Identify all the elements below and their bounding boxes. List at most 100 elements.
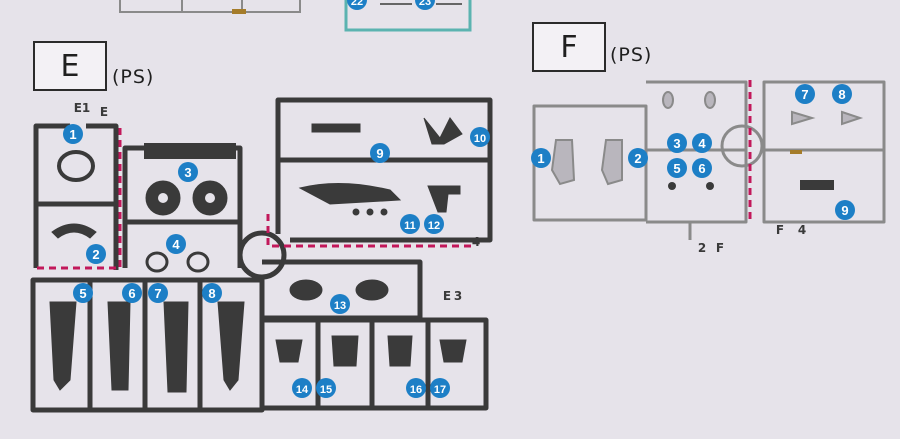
callout-bubble	[316, 378, 336, 398]
callout-bubble	[202, 283, 222, 303]
sheet-e-callout-5: 5	[73, 283, 93, 303]
callout-number: 14	[296, 384, 309, 396]
callout-bubble	[832, 84, 852, 104]
sheet-f-parts	[550, 91, 864, 190]
callout-bubble	[166, 234, 186, 254]
sheet-e-runner	[30, 97, 493, 413]
callout-bubble	[122, 283, 142, 303]
sheet-e-callout-4: 4	[166, 234, 186, 254]
callout-number: 8	[208, 286, 215, 301]
callout-number: 11	[404, 220, 416, 232]
callout-bubble	[424, 214, 444, 234]
sheet-e-cut-lines	[34, 128, 472, 270]
sheet-e-callout-6: 6	[122, 283, 142, 303]
callout-number: 15	[320, 384, 332, 396]
callout-bubble	[692, 133, 712, 153]
callout-number: 5	[79, 286, 86, 301]
sheet-e-label: E	[33, 41, 107, 91]
callout-number: 9	[841, 203, 848, 218]
sheet-f-material: (PS)	[610, 44, 653, 66]
sheet-f-callout-1: 1	[531, 148, 551, 168]
top-teal-sprue	[344, 0, 472, 32]
callout-bubble	[63, 124, 83, 144]
callout-number: 7	[154, 286, 161, 301]
sheet-f-callout-3: 3	[667, 133, 687, 153]
callout-bubble	[86, 244, 106, 264]
callout-bubble	[148, 283, 168, 303]
sheet-e-callout-14: 14	[292, 378, 312, 398]
sheet-e-callout-2: 2	[86, 244, 106, 264]
callout-number: 6	[128, 286, 135, 301]
sheet-e-callout-9: 9	[370, 143, 390, 163]
sheet-e-callout-15: 15	[316, 378, 336, 398]
callout-bubble	[347, 0, 367, 10]
callout-bubble	[470, 127, 490, 147]
top-partial-callout-23: 23	[415, 0, 435, 10]
callout-number: 17	[434, 384, 446, 396]
sheet-e-callout-13: 13	[330, 294, 350, 314]
sheet-e-callout-12: 12	[424, 214, 444, 234]
sheet-f-callout-9: 9	[835, 200, 855, 220]
callout-number: 5	[673, 161, 680, 176]
callout-bubble	[795, 84, 815, 104]
sheet-f-callout-5: 5	[667, 158, 687, 178]
callout-number: 7	[801, 87, 808, 102]
sheet-e-sub-tag: E	[443, 289, 451, 303]
sheet-e-callout-10: 10	[470, 127, 490, 147]
sheet-e-callout-3: 3	[178, 162, 198, 182]
sheet-e-sub-tag: 3	[454, 289, 462, 303]
callout-number: 9	[376, 146, 383, 161]
callout-number: 23	[419, 0, 431, 8]
callout-number: 2	[92, 247, 99, 262]
callout-number: 22	[351, 0, 363, 8]
callout-bubble	[415, 0, 435, 10]
sheet-e-callout-1: 1	[63, 124, 83, 144]
sheet-e-material: (PS)	[112, 66, 155, 88]
callout-bubble	[667, 158, 687, 178]
sheet-f-callout-6: 6	[692, 158, 712, 178]
callout-bubble	[667, 133, 687, 153]
callout-bubble	[430, 378, 450, 398]
sheet-e-callout-17: 17	[430, 378, 450, 398]
callout-bubble	[628, 148, 648, 168]
callout-bubble	[330, 294, 350, 314]
callout-number: 12	[428, 220, 440, 232]
callout-number: 4	[172, 237, 180, 252]
sheet-f-sub-tag: F	[776, 223, 784, 237]
sheet-f-sub-tag: F	[716, 241, 724, 255]
sheet-f-sub-tag: 4	[798, 223, 806, 237]
callout-bubble	[370, 143, 390, 163]
sheet-f-label: F	[532, 22, 606, 72]
callout-bubble	[406, 378, 426, 398]
sheet-e-sub-tag: E1	[74, 101, 91, 115]
callout-number: 2	[634, 151, 641, 166]
callout-bubble	[73, 283, 93, 303]
sheet-e-gate-plate	[144, 143, 236, 159]
callout-number: 3	[673, 136, 680, 151]
callout-number: 1	[69, 127, 76, 142]
sheet-e-callout-11: 11	[400, 214, 420, 234]
sheet-e-callout-7: 7	[148, 283, 168, 303]
callout-number: 16	[410, 384, 422, 396]
callout-number: 1	[537, 151, 544, 166]
top-partial-sprue	[119, 0, 301, 14]
callout-bubble	[692, 158, 712, 178]
callout-number: 6	[698, 161, 705, 176]
sheet-f-sub-tag: 2	[698, 241, 706, 255]
sheet-f-callout-8: 8	[832, 84, 852, 104]
top-partial-callout-22: 22	[347, 0, 367, 10]
sheet-e-sub-tag: E	[100, 105, 108, 119]
callout-number: 4	[698, 136, 706, 151]
callout-number: 10	[474, 133, 486, 145]
callout-number: 8	[838, 87, 845, 102]
callout-bubble	[835, 200, 855, 220]
callout-number: 3	[184, 165, 191, 180]
sheet-f-callout-4: 4	[692, 133, 712, 153]
callout-number: 13	[334, 300, 346, 312]
callout-bubble	[400, 214, 420, 234]
callout-bubble	[531, 148, 551, 168]
